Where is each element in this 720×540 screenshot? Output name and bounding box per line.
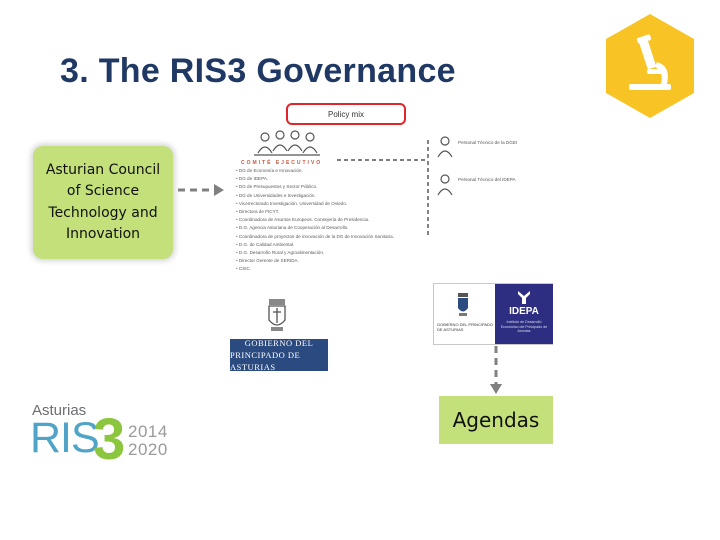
asturias-ris3-logo: Asturias RIS 3 2014 2020 xyxy=(30,400,170,472)
brand-three: 3 xyxy=(93,407,126,472)
government-line1: GOBIERNO DEL xyxy=(244,338,314,348)
staff-idepa-label: Personal Técnico del IDEPA xyxy=(458,177,516,182)
policy-mix-box: Policy mix xyxy=(286,103,406,125)
gov-principado-text: Gobierno del Principado de Asturias xyxy=(437,322,494,332)
list-item: Coordinadora de Asuntos Europeos. Consej… xyxy=(236,216,394,224)
government-line2: PRINCIPADO DE ASTURIAS xyxy=(230,350,301,372)
idepa-name: IDEPA xyxy=(509,306,539,317)
committee-member-list: DG de Economía e Innovación. DG de IDEPA… xyxy=(236,167,394,274)
idepa-mark-icon xyxy=(518,291,530,304)
brand-ris: RIS xyxy=(30,414,100,462)
coat-of-arms-icon xyxy=(458,293,468,316)
list-item: DG de Economía e Innovación. xyxy=(236,167,394,175)
agendas-label: Agendas xyxy=(452,408,540,432)
list-item: D.G. Desarrollo Rural y Agroalimentación… xyxy=(236,249,394,257)
microscope-icon xyxy=(606,14,694,118)
list-item: Director Gerente de SERIDA. xyxy=(236,257,394,265)
list-item: D.G. Agencia Asturiana de Cooperación al… xyxy=(236,224,394,232)
brand-region: Asturias xyxy=(32,402,87,419)
government-logo: GOBIERNO DEL PRINCIPADO DE ASTURIAS xyxy=(230,338,328,372)
list-item: CSIC. xyxy=(236,265,394,273)
idepa-subtitle: Instituto de Desarrollo Económico del Pr… xyxy=(500,320,548,334)
brand-year-end: 2020 xyxy=(128,440,168,459)
partner-logos: Gobierno del Principado de Asturias IDEP… xyxy=(433,283,553,345)
list-item: Coordinadora de proyectos de innovación … xyxy=(236,233,394,241)
list-item: D.G. de Calidad Ambiental. xyxy=(236,241,394,249)
executive-committee: COMITÉ EJECUTIVO DG de Economía e Innova… xyxy=(226,128,526,288)
agendas-box: Agendas xyxy=(439,396,553,444)
coat-of-arms-icon xyxy=(268,299,286,331)
staff-dgei-label: Personal Técnico de la DGEI xyxy=(458,140,518,145)
idepa-logo: IDEPA Instituto de Desarrollo Económico … xyxy=(495,284,553,344)
list-item: DG de IDEPA. xyxy=(236,175,394,183)
list-item: DG de Universidades e Investigación. xyxy=(236,192,394,200)
list-item: DG de Presupuestos y Sector Público. xyxy=(236,183,394,191)
council-label: Asturian Council of Science Technology a… xyxy=(45,161,161,243)
list-item: Vicerrectorado Investigación. Universida… xyxy=(236,200,394,208)
gov-principado-logo: Gobierno del Principado de Asturias xyxy=(434,284,494,344)
committee-heading: COMITÉ EJECUTIVO xyxy=(241,160,323,166)
list-item: Directora de FICYT. xyxy=(236,208,394,216)
council-box: Asturian Council of Science Technology a… xyxy=(33,146,173,259)
page-title: 3. The RIS3 Governance xyxy=(60,52,456,90)
brand-year-start: 2014 xyxy=(128,422,168,441)
